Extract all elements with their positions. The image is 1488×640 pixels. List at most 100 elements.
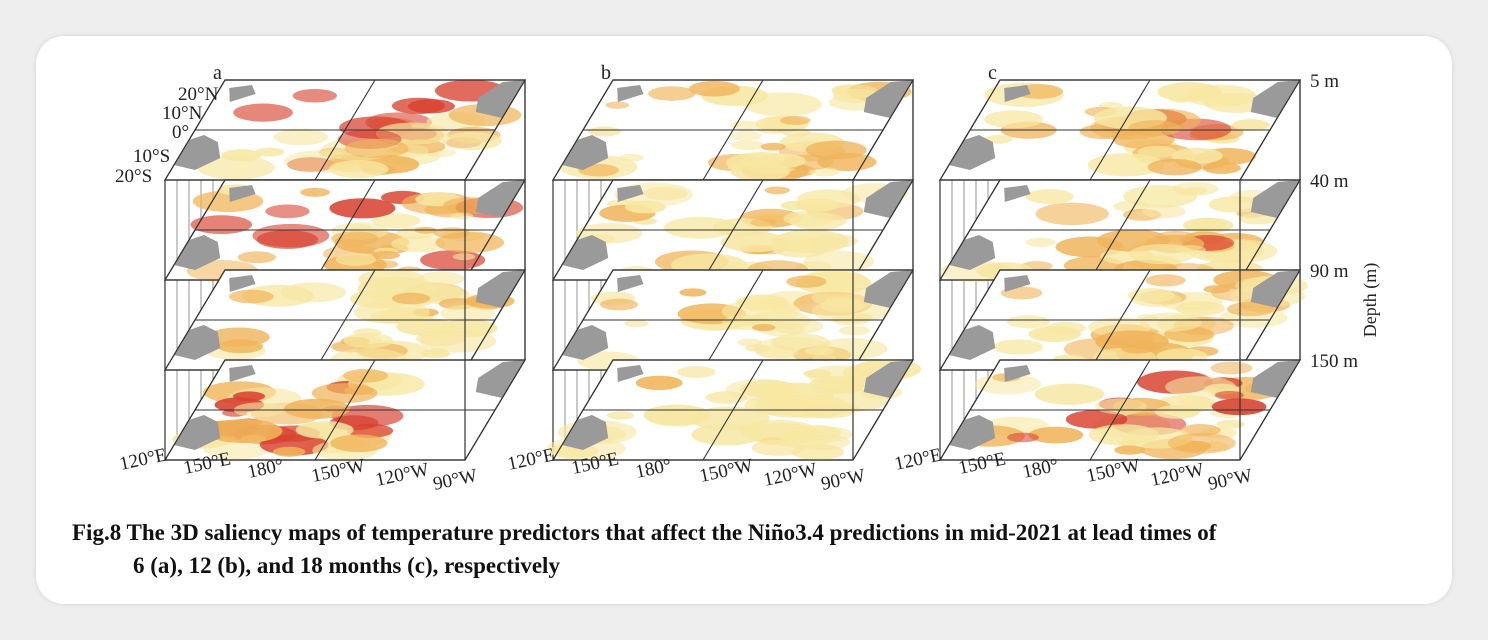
depth-label: 90 m xyxy=(1310,261,1349,282)
saliency-patch xyxy=(1216,419,1245,429)
saliency-patch xyxy=(440,304,495,322)
land-mass xyxy=(617,85,644,102)
saliency-patch xyxy=(1232,119,1270,131)
lon-tick-label: 90°W xyxy=(819,465,867,495)
saliency-patch xyxy=(417,271,465,286)
land-mass xyxy=(562,235,609,270)
saliency-patch xyxy=(1139,312,1202,332)
land-mass xyxy=(863,360,913,398)
saliency-patch xyxy=(329,198,396,219)
saliency-patch xyxy=(624,319,649,328)
land-mass xyxy=(174,415,221,450)
lat-tick-label: 10°S xyxy=(133,146,170,167)
saliency-patch xyxy=(344,138,409,159)
saliency-patch xyxy=(295,421,354,439)
saliency-patch xyxy=(1141,204,1186,219)
saliency-patch xyxy=(786,275,827,288)
saliency-patch xyxy=(233,391,266,402)
meridian-line xyxy=(314,269,376,371)
saliency-patch xyxy=(1147,158,1202,176)
saliency-patch xyxy=(197,155,275,180)
land-mass xyxy=(1004,85,1031,102)
saliency-patch xyxy=(606,411,635,420)
saliency-patch xyxy=(782,128,811,137)
land-mass xyxy=(949,325,996,360)
saliency-patch xyxy=(207,327,270,347)
saliency-patch xyxy=(984,110,1043,129)
saliency-patch xyxy=(300,187,331,197)
saliency-patch xyxy=(809,375,865,393)
depth-layer xyxy=(938,179,1302,283)
saliency-patch xyxy=(739,154,781,168)
saliency-patch xyxy=(452,253,476,261)
land-mass xyxy=(1004,365,1031,382)
saliency-patch xyxy=(1211,398,1267,416)
saliency-patch xyxy=(820,299,865,313)
saliency-patch xyxy=(190,215,253,235)
depth-layer xyxy=(163,359,527,461)
depth-layer xyxy=(546,358,922,461)
saliency-patch xyxy=(292,88,338,103)
saliency-patch xyxy=(1167,432,1236,454)
saliency-patch xyxy=(1169,95,1193,103)
saliency-patch xyxy=(1154,404,1200,419)
land-mass xyxy=(562,415,609,450)
saliency-patch xyxy=(272,446,306,457)
meridian-line xyxy=(702,179,764,281)
saliency-patch xyxy=(1025,237,1056,247)
saliency-patch xyxy=(721,231,789,253)
saliency-patch xyxy=(228,289,274,304)
land-mass xyxy=(949,235,996,270)
saliency-patch xyxy=(848,313,873,321)
land-mass xyxy=(475,180,525,218)
saliency-patch xyxy=(776,236,822,250)
saliency-patch xyxy=(1045,321,1086,334)
saliency-patch xyxy=(237,251,277,264)
land-mass xyxy=(229,275,256,292)
saliency-patch xyxy=(1121,343,1155,354)
saliency-patch xyxy=(838,325,870,336)
saliency-patch xyxy=(1175,245,1206,255)
lon-tick-label: 90°W xyxy=(1206,465,1254,495)
meridian-line xyxy=(1089,269,1151,371)
saliency-patch xyxy=(745,422,820,446)
depth-layer xyxy=(938,359,1302,461)
saliency-patch xyxy=(311,383,378,404)
land-mass xyxy=(229,85,256,102)
saliency-patch xyxy=(442,131,503,151)
saliency-patch xyxy=(974,374,1042,395)
land-mass xyxy=(475,80,525,118)
saliency-patch xyxy=(618,153,645,162)
saliency-patch xyxy=(811,233,859,249)
lon-tick-label: 90°W xyxy=(431,465,479,495)
saliency-patch xyxy=(330,434,388,452)
saliency-patch xyxy=(729,130,762,141)
depth-layer xyxy=(163,269,527,372)
land-mass xyxy=(475,270,525,308)
saliency-patch xyxy=(1006,315,1051,329)
meridian-line xyxy=(702,359,764,461)
saliency-patch xyxy=(809,167,840,177)
depth-label: 5 m xyxy=(1310,71,1339,92)
saliency-patch xyxy=(635,375,683,390)
saliency-patch xyxy=(755,345,799,359)
saliency-patch xyxy=(1025,189,1074,204)
land-mass xyxy=(1004,185,1031,202)
saliency-patch xyxy=(450,212,474,220)
depth-label: 40 m xyxy=(1310,171,1349,192)
lon-tick-label: 120°W xyxy=(762,459,819,491)
land-mass xyxy=(475,360,525,398)
saliency-patch xyxy=(688,80,740,97)
saliency-patch xyxy=(415,330,466,347)
saliency-patch xyxy=(347,423,394,438)
saliency-patch xyxy=(284,398,350,419)
saliency-patch xyxy=(731,140,765,151)
saliency-patch xyxy=(256,230,319,249)
land-mass xyxy=(949,135,996,170)
lon-tick-label: 120°E xyxy=(118,444,169,474)
saliency-patch xyxy=(1238,213,1277,225)
figure-caption: Fig.8 The 3D saliency maps of temperatur… xyxy=(72,516,1432,582)
saliency-patch xyxy=(643,186,688,201)
